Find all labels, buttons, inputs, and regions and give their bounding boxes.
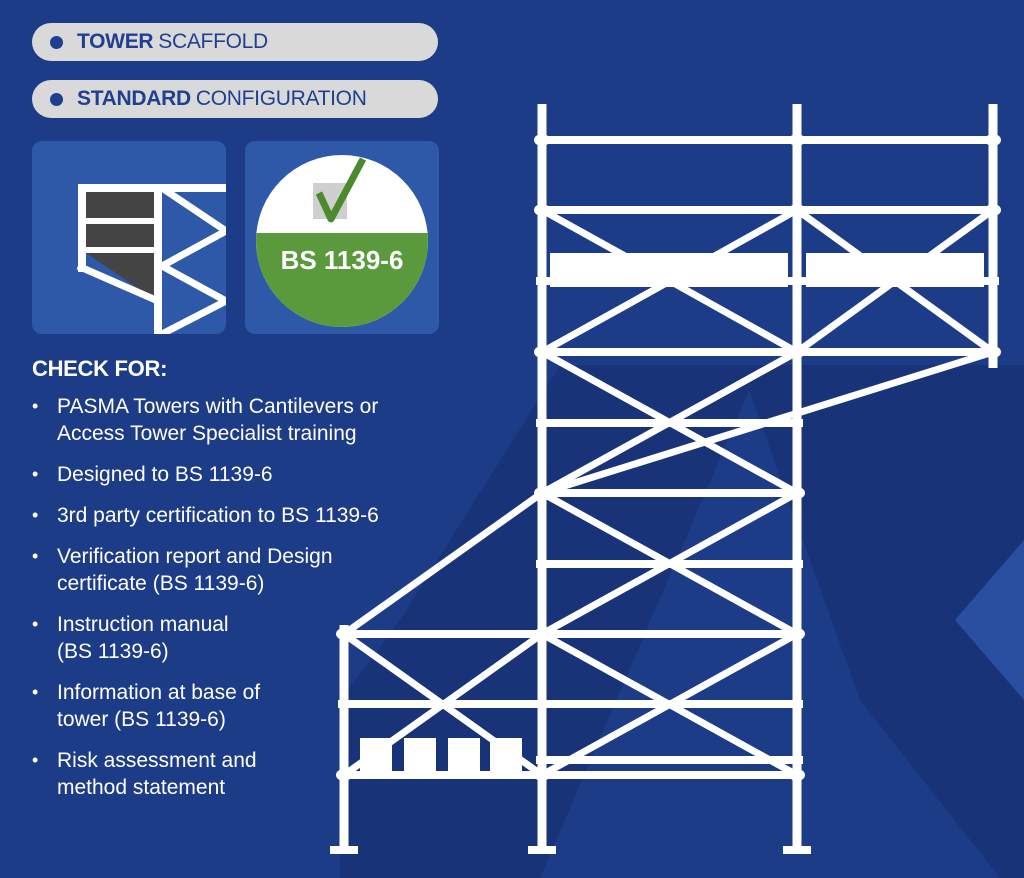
- list-item: PASMA Towers with Cantilevers or Access …: [32, 393, 452, 447]
- list-item: 3rd party certification to BS 1139-6: [32, 502, 452, 529]
- guardrail-icon: [76, 184, 226, 334]
- pill-bold-text: TOWER: [77, 30, 154, 53]
- checklist: PASMA Towers with Cantilevers or Access …: [32, 393, 452, 815]
- standard-configuration-pill: STANDARD CONFIGURATION: [32, 80, 438, 118]
- pill-bold-text: STANDARD: [77, 87, 191, 110]
- bullet-dot-icon: [50, 92, 63, 106]
- list-item: Designed to BS 1139-6: [32, 461, 452, 488]
- guardrail-tile: [32, 141, 226, 334]
- certification-tile: BS 1139-6: [245, 141, 439, 334]
- certification-badge-icon: BS 1139-6: [256, 155, 428, 327]
- list-item: Information at base of tower (BS 1139-6): [32, 679, 452, 733]
- badge-text: BS 1139-6: [281, 245, 404, 275]
- check-mark-icon: [315, 157, 367, 223]
- pill-regular-text: CONFIGURATION: [195, 87, 367, 110]
- list-item: Risk assessment and method statement: [32, 747, 452, 801]
- list-item: Instruction manual (BS 1139-6): [32, 611, 452, 665]
- tower-scaffold-pill: TOWER SCAFFOLD: [32, 23, 438, 61]
- list-item: Verification report and Design certifica…: [32, 543, 452, 597]
- bullet-dot-icon: [50, 35, 63, 49]
- pill-regular-text: SCAFFOLD: [158, 30, 268, 53]
- checklist-title: CHECK FOR:: [32, 356, 168, 381]
